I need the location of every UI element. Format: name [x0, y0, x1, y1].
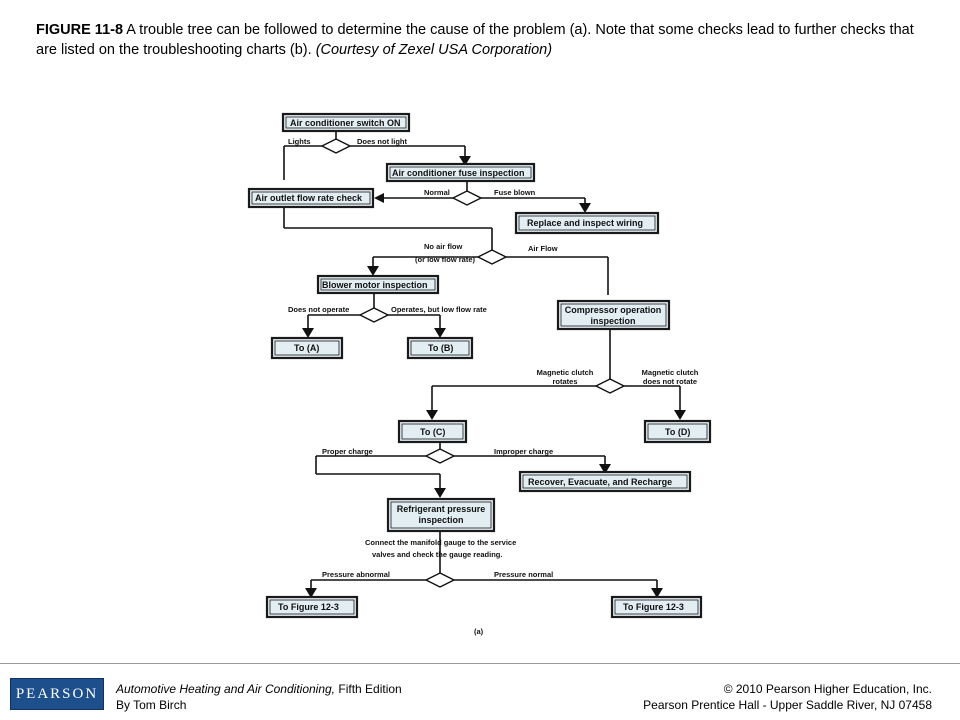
footer-author: By Tom Birch — [116, 698, 187, 712]
figure-label: FIGURE 11-8 — [36, 22, 124, 38]
arrow-heads — [302, 156, 686, 598]
label-pressure-abnormal: Pressure abnormal — [322, 570, 390, 579]
decision-pressure — [424, 572, 456, 588]
node-figure-left-text: To Figure 12-3 — [278, 602, 339, 612]
node-fuse-text: Air conditioner fuse inspection — [392, 168, 525, 178]
footer-book-title: Automotive Heating and Air Conditioning, — [116, 682, 336, 696]
pearson-logo: PEARSON — [10, 678, 104, 710]
node-fuse-inspection: Air conditioner fuse inspection — [385, 162, 536, 183]
node-to-a: To (A) — [270, 336, 344, 360]
decision-clutch — [594, 378, 626, 394]
node-airflow-check: Air outlet flow rate check — [247, 187, 375, 209]
decision-charge — [424, 448, 456, 464]
footer-publisher: Pearson Prentice Hall - Upper Saddle Riv… — [643, 698, 932, 712]
node-wiring-text: Replace and inspect wiring — [527, 218, 643, 228]
node-figure-left: To Figure 12-3 — [265, 595, 359, 619]
decision-airflow — [476, 249, 508, 265]
label-air-flow: Air Flow — [528, 244, 558, 253]
footer-book-info: Automotive Heating and Air Conditioning,… — [116, 681, 402, 713]
label-lights: Lights — [288, 137, 311, 146]
label-clutch-not-rotate-1: Magnetic clutch — [642, 368, 699, 377]
label-normal: Normal — [424, 188, 450, 197]
label-manifold-2: valves and check the gauge reading. — [372, 550, 502, 559]
node-recover-recharge: Recover, Evacuate, and Recharge — [518, 470, 692, 493]
label-does-not-operate: Does not operate — [288, 305, 349, 314]
node-compressor-inspection: Compressor operation inspection — [556, 299, 671, 331]
node-refrigerant-inspection: Refrigerant pressure inspection — [386, 497, 496, 533]
label-proper-charge: Proper charge — [322, 447, 373, 456]
footer-divider — [0, 663, 960, 664]
label-pressure-normal: Pressure normal — [494, 570, 553, 579]
label-manifold-1: Connect the manifold gauge to the servic… — [365, 538, 516, 547]
footer-publisher-info: © 2010 Pearson Higher Education, Inc. Pe… — [643, 681, 932, 713]
decision-diamonds — [320, 138, 626, 588]
label-panel-tag: (a) — [474, 627, 484, 636]
node-to-c-text: To (C) — [420, 427, 445, 437]
label-operates-low: Operates, but low flow rate — [391, 305, 487, 314]
figure-caption: FIGURE 11-8 A trouble tree can be follow… — [36, 20, 936, 60]
footer-edition: Fifth Edition — [335, 682, 402, 696]
node-recover-text: Recover, Evacuate, and Recharge — [528, 477, 672, 487]
decision-fuse — [451, 190, 483, 206]
node-figure-right: To Figure 12-3 — [610, 595, 703, 619]
node-replace-wiring: Replace and inspect wiring — [514, 211, 660, 235]
node-refrigerant-text-1: Refrigerant pressure — [397, 504, 486, 514]
edge-labels: Lights Does not light Normal Fuse blown … — [288, 137, 699, 636]
node-compressor-text-1: Compressor operation — [565, 305, 662, 315]
node-compressor-text-2: inspection — [590, 316, 635, 326]
label-fuse-blown: Fuse blown — [494, 188, 536, 197]
node-refrigerant-text-2: inspection — [418, 515, 463, 525]
label-clutch-not-rotate-2: does not rotate — [643, 377, 697, 386]
label-no-air-flow: No air flow — [424, 242, 463, 251]
caption-credit: (Courtesy of Zexel USA Corporation) — [315, 42, 553, 58]
node-to-d-text: To (D) — [665, 427, 690, 437]
node-airflow-text: Air outlet flow rate check — [255, 193, 363, 203]
footer-copyright: © 2010 Pearson Higher Education, Inc. — [723, 682, 932, 696]
node-to-a-text: To (A) — [294, 343, 319, 353]
node-to-d: To (D) — [643, 419, 712, 444]
node-to-b: To (B) — [406, 336, 474, 360]
node-ac-switch: Air conditioner switch ON — [281, 112, 411, 133]
node-figure-right-text: To Figure 12-3 — [623, 602, 684, 612]
caption-text: A trouble tree can be followed to determ… — [36, 22, 914, 58]
label-low-flow-rate: (or low flow rate) — [415, 255, 476, 264]
node-ac-switch-text: Air conditioner switch ON — [290, 118, 401, 128]
connectors — [283, 131, 681, 588]
label-clutch-rotates-2: rotates — [552, 377, 577, 386]
node-blower-text: Blower motor inspection — [322, 280, 428, 290]
decision-switch — [320, 138, 352, 154]
node-to-b-text: To (B) — [428, 343, 453, 353]
node-to-c: To (C) — [397, 419, 468, 444]
decision-blower — [358, 307, 390, 323]
label-improper-charge: Improper charge — [494, 447, 553, 456]
trouble-tree-diagram: Air conditioner switch ON Air conditione… — [247, 112, 712, 636]
node-blower-inspection: Blower motor inspection — [316, 274, 440, 295]
label-clutch-rotates-1: Magnetic clutch — [537, 368, 594, 377]
label-does-not-light: Does not light — [357, 137, 407, 146]
